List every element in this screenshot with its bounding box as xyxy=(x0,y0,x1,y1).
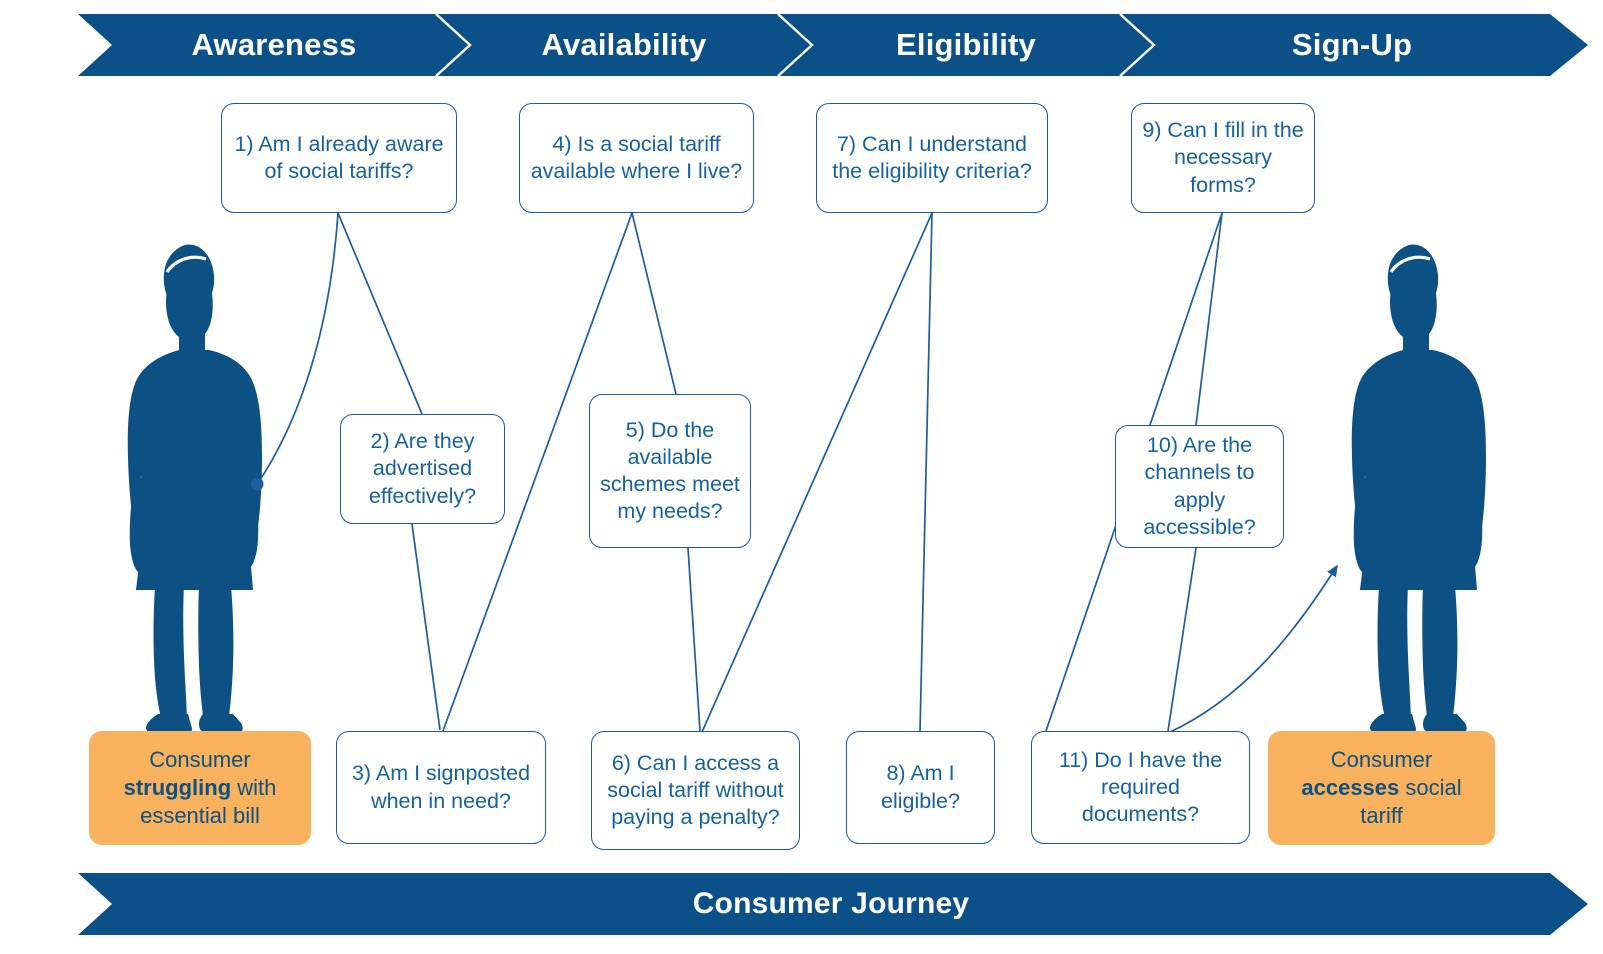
connector-q1-to-q2 xyxy=(337,212,423,415)
connector-q9-to-q10 xyxy=(1195,212,1223,426)
start-state-suffix: with essential bill xyxy=(140,774,277,829)
end-state-suffix: social tariff xyxy=(1360,774,1462,829)
stage-label-awareness: Awareness xyxy=(112,14,436,76)
question-box-6[interactable]: 6) Can I access a social tariff without … xyxy=(591,731,800,850)
stage-label-availability: Availability xyxy=(470,14,778,76)
end-state-text: Consumer accesses social tariff xyxy=(1280,746,1483,830)
start-state-text: Consumer struggling with essential bill xyxy=(101,746,299,830)
question-box-7-text: 7) Can I understand the eligibility crit… xyxy=(832,131,1032,183)
consumer-start-figure xyxy=(103,238,283,733)
start-state-emphasis: struggling xyxy=(123,774,232,800)
connector-q7-to-q8 xyxy=(919,212,933,732)
end-state-prefix: Consumer xyxy=(1330,746,1433,772)
connector-q4-to-q3 xyxy=(442,212,633,732)
question-box-8[interactable]: 8) Am I eligible? xyxy=(846,731,995,844)
connector-q7-to-q6 xyxy=(701,212,933,733)
connector-q1-to-start xyxy=(257,212,339,484)
connector-q10-to-q11 xyxy=(1167,547,1197,732)
stage-label-awareness-text: Awareness xyxy=(191,27,357,62)
journey-banner-label: Consumer Journey xyxy=(112,873,1550,935)
question-box-2[interactable]: 2) Are they advertised effectively? xyxy=(340,414,505,524)
question-box-5-text: 5) Do the available schemes meet my need… xyxy=(600,417,740,524)
question-box-9-text: 9) Can I fill in the necessary forms? xyxy=(1142,118,1304,197)
start-state-box[interactable]: Consumer struggling with essential bill xyxy=(89,731,311,845)
journey-banner: Consumer Journey xyxy=(78,873,1588,935)
question-box-1-text: 1) Am I already aware of social tariffs? xyxy=(234,131,444,183)
question-box-3-text: 3) Am I signposted when in need? xyxy=(351,761,531,813)
start-state-prefix: Consumer xyxy=(149,746,251,772)
stage-label-eligibility: Eligibility xyxy=(812,14,1120,76)
stage-label-signup: Sign-Up xyxy=(1154,14,1550,76)
stage-label-availability-text: Availability xyxy=(541,27,707,62)
connector-q4-to-q5 xyxy=(631,212,677,395)
question-box-11[interactable]: 11) Do I have the required documents? xyxy=(1031,731,1250,844)
question-box-3[interactable]: 3) Am I signposted when in need? xyxy=(336,731,546,844)
question-box-7[interactable]: 7) Can I understand the eligibility crit… xyxy=(816,103,1048,213)
consumer-end-figure xyxy=(1327,238,1507,733)
question-box-9[interactable]: 9) Can I fill in the necessary forms? xyxy=(1131,103,1315,213)
question-box-1[interactable]: 1) Am I already aware of social tariffs? xyxy=(221,103,457,213)
question-box-5[interactable]: 5) Do the available schemes meet my need… xyxy=(589,394,751,548)
connector-start-dot xyxy=(250,477,264,491)
connector-q5-to-q6 xyxy=(687,547,701,732)
question-box-2-text: 2) Are they advertised effectively? xyxy=(368,429,477,508)
question-box-6-text: 6) Can I access a social tariff without … xyxy=(607,750,784,830)
stage-banner: Awareness Availability Eligibility Sign-… xyxy=(78,14,1588,76)
question-box-11-text: 11) Do I have the required documents? xyxy=(1058,747,1223,827)
question-box-4[interactable]: 4) Is a social tariff available where I … xyxy=(519,103,754,213)
end-state-box[interactable]: Consumer accesses social tariff xyxy=(1268,731,1495,845)
connector-q2-to-q3 xyxy=(411,523,441,731)
stage-label-signup-text: Sign-Up xyxy=(1291,27,1413,62)
end-state-emphasis: accesses xyxy=(1301,774,1400,800)
question-box-4-text: 4) Is a social tariff available where I … xyxy=(530,131,743,183)
connector-q11-to-end xyxy=(1167,564,1338,734)
question-box-10[interactable]: 10) Are the channels to apply accessible… xyxy=(1115,425,1284,548)
question-box-8-text: 8) Am I eligible? xyxy=(881,761,960,813)
stage-label-eligibility-text: Eligibility xyxy=(896,27,1036,62)
journey-banner-label-text: Consumer Journey xyxy=(692,887,970,920)
question-box-10-text: 10) Are the channels to apply accessible… xyxy=(1143,433,1256,539)
